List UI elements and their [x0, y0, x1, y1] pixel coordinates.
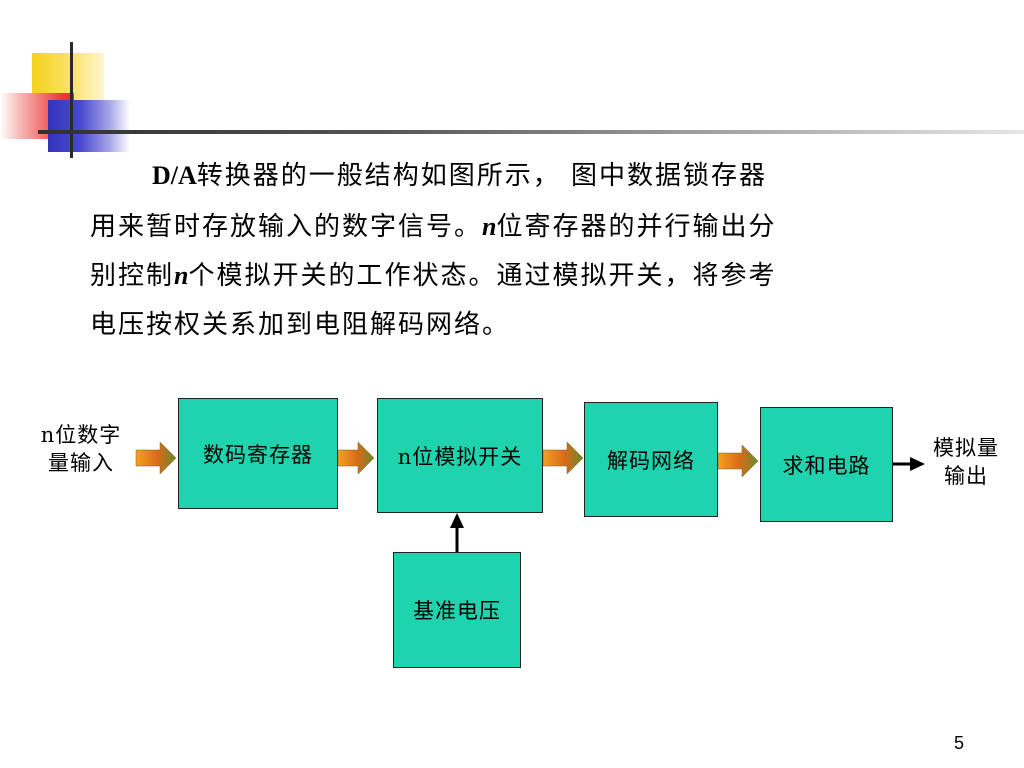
analog-switch-label: n位模拟开关 [397, 444, 523, 469]
register-box: 数码寄存器 [178, 398, 338, 509]
summing-circuit-box: 求和电路 [760, 407, 893, 522]
paragraph-line-2-text-a: 用来暂时存放输入的数字信号。 [90, 212, 483, 242]
paragraph-line-3: 别控制n个模拟开关的工作状态。通过模拟开关，将参考 [90, 261, 777, 291]
variable-n: n [174, 261, 189, 290]
analog-switch-box: n位模拟开关 [377, 398, 543, 513]
paragraph-line-1-text: 转换器的一般结构如图所示， 图中数据锁存器 [196, 161, 768, 191]
decoder-network-box: 解码网络 [584, 402, 718, 517]
reference-voltage-box: 基准电压 [393, 552, 521, 668]
title-rule [38, 130, 1024, 134]
paragraph-line-3-text-b: 个模拟开关的工作状态。通过模拟开关，将参考 [188, 261, 777, 291]
output-label-line-2: 输出 [944, 464, 988, 488]
arrow-register-to-switch [337, 441, 375, 475]
decor-vertical-line [70, 42, 73, 158]
arrow-input [135, 441, 177, 475]
variable-n: n [482, 212, 497, 241]
output-label-line-1: 模拟量 [933, 436, 999, 460]
arrow-reference-head [450, 513, 464, 528]
arrow-decoder-to-sum [717, 444, 759, 478]
input-label-line-2: 量输入 [48, 451, 114, 475]
paragraph-line-2: 用来暂时存放输入的数字信号。n位寄存器的并行输出分 [90, 212, 777, 242]
input-label: n位数字 量输入 [28, 421, 134, 477]
input-label-line-1: n位数字 [40, 423, 122, 447]
paragraph-line-3-text-a: 别控制 [90, 261, 175, 291]
output-label: 模拟量 输出 [916, 434, 1016, 490]
da-term: D/A [152, 161, 197, 190]
paragraph-line-4: 电压按权关系加到电阻解码网络。 [90, 310, 511, 340]
summing-circuit-label: 求和电路 [782, 453, 871, 478]
arrow-switch-to-decoder [542, 441, 584, 475]
decoder-network-label: 解码网络 [607, 448, 695, 473]
paragraph-line-1: D/A转换器的一般结构如图所示， 图中数据锁存器 [152, 161, 767, 191]
register-label: 数码寄存器 [203, 442, 313, 467]
page-number: 5 [953, 733, 964, 753]
paragraph-line-2-text-b: 位寄存器的并行输出分 [496, 212, 777, 242]
arrow-output-head [910, 457, 925, 471]
reference-voltage-label: 基准电压 [413, 599, 501, 623]
decor-blue-square [48, 100, 130, 152]
